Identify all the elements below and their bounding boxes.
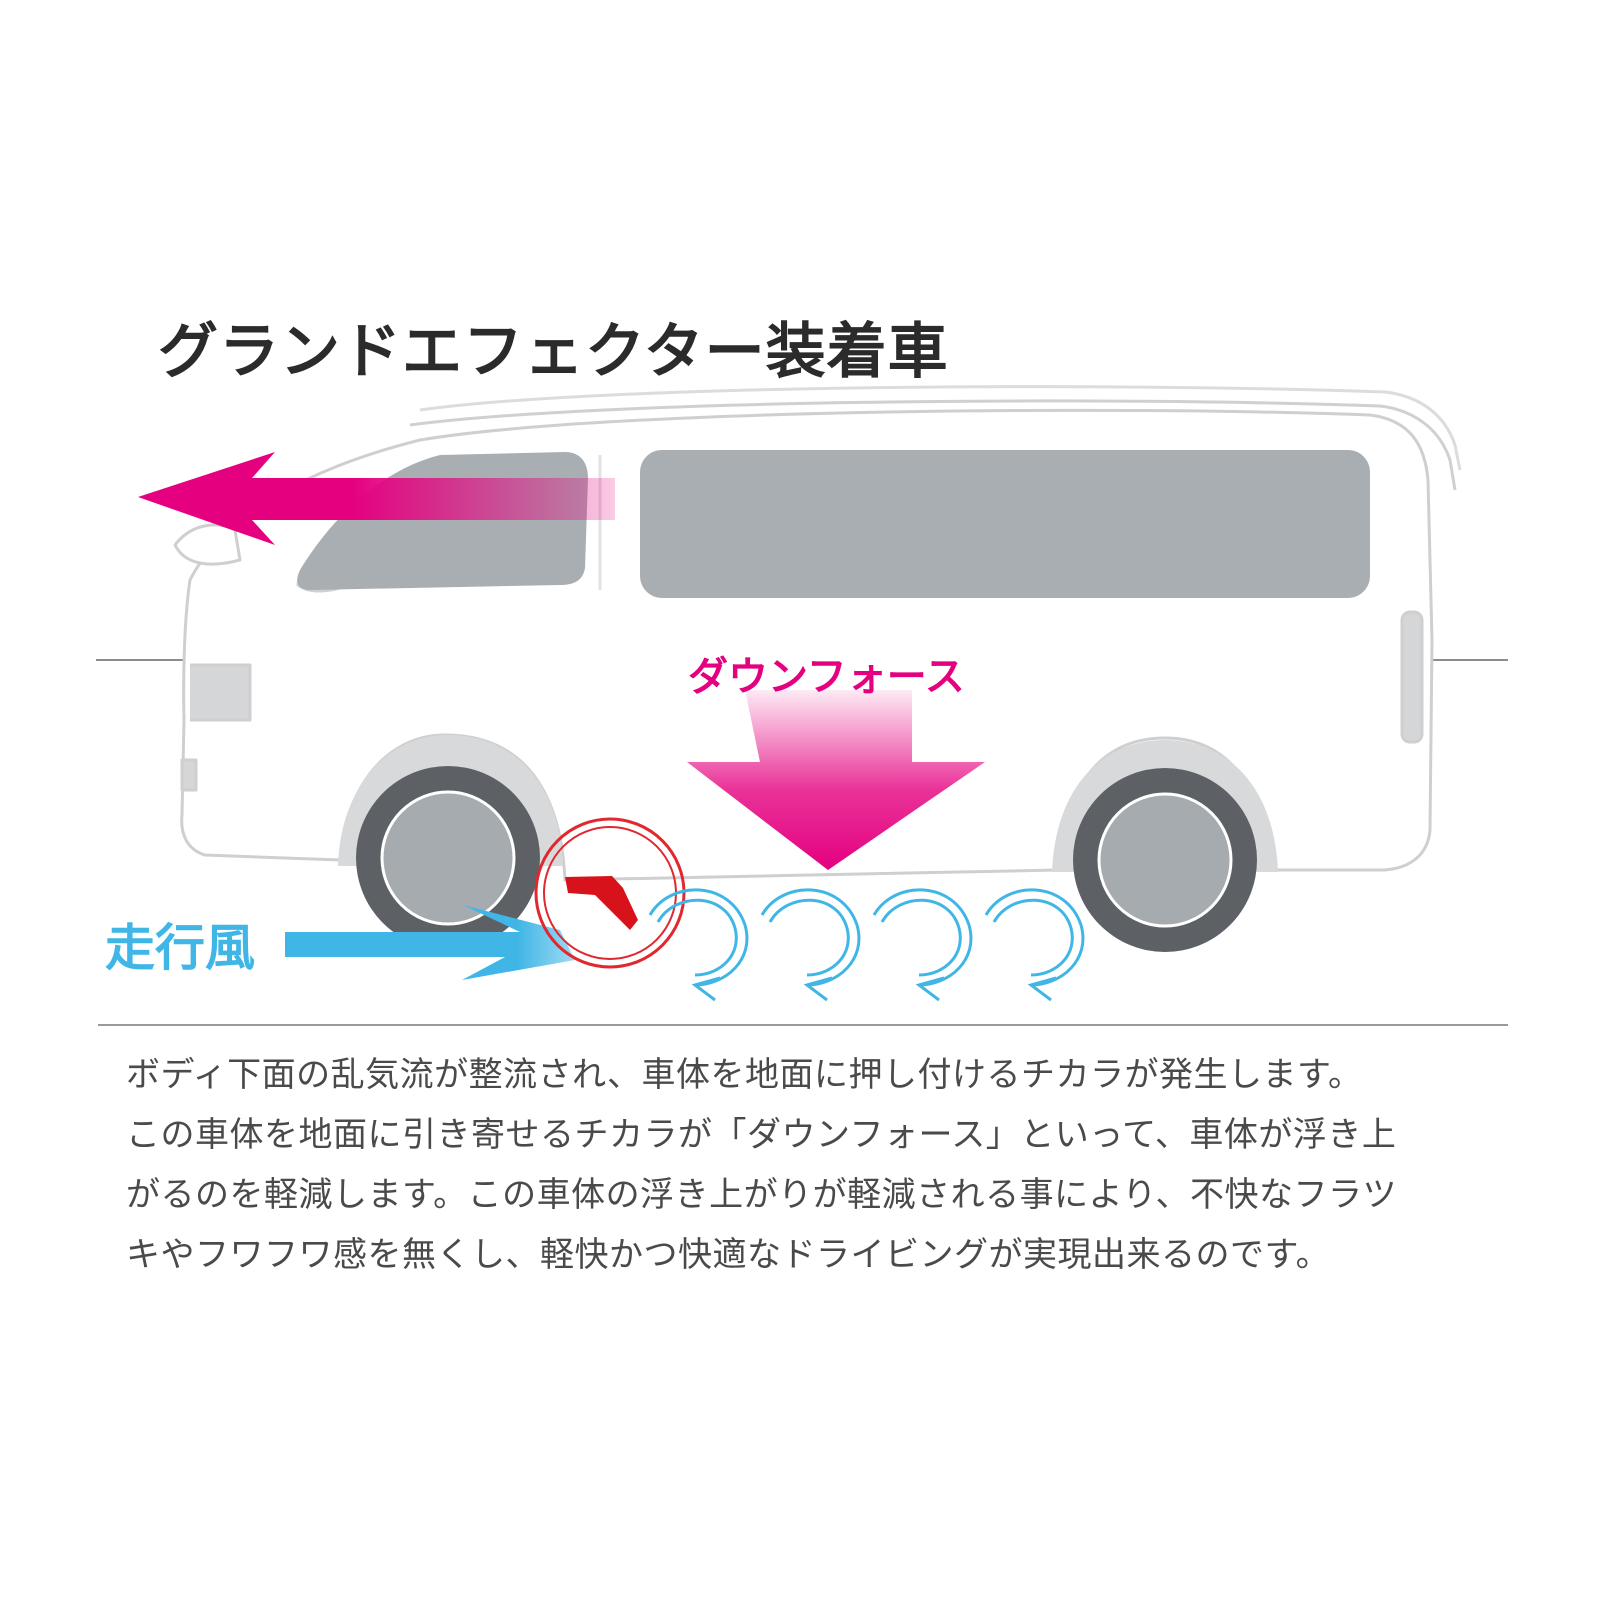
ground-effector-part bbox=[565, 876, 638, 930]
running-wind-label: 走行風 bbox=[105, 919, 255, 977]
front-wheel-left bbox=[356, 766, 540, 950]
description: ボディ下面の乱気流が整流され、車体を地面に押し付けるチカラが発生します。 この車… bbox=[126, 1045, 1486, 1285]
downforce-arrow bbox=[687, 690, 985, 870]
vortex-icon bbox=[872, 888, 973, 1002]
vortex-icon bbox=[984, 888, 1085, 1002]
vortex-icon bbox=[760, 888, 861, 1002]
rear-wheel-right bbox=[1073, 768, 1257, 952]
airflow-arrow-top bbox=[138, 452, 615, 545]
description-line: がるのを軽減します。この車体の浮き上がりが軽減される事により、不快なフラツ bbox=[126, 1175, 1398, 1215]
description-line: この車体を地面に引き寄せるチカラが「ダウンフォース」といって、車体が浮き上 bbox=[126, 1115, 1397, 1155]
diagram-title: グランドエフェクター装着車 bbox=[158, 317, 949, 387]
description-line: ボディ下面の乱気流が整流され、車体を地面に押し付けるチカラが発生します。 bbox=[126, 1055, 1363, 1095]
side-window bbox=[640, 450, 1370, 598]
van-windows bbox=[297, 450, 1370, 598]
running-wind-arrow bbox=[285, 905, 575, 980]
ground-effector-highlight bbox=[534, 817, 686, 969]
vortex-icons bbox=[648, 888, 1085, 1002]
description-line: キやフワフワ感を無くし、軽快かつ快適なドライビングが実現出来るのです。 bbox=[126, 1235, 1331, 1275]
vortex-icon bbox=[648, 888, 749, 1002]
